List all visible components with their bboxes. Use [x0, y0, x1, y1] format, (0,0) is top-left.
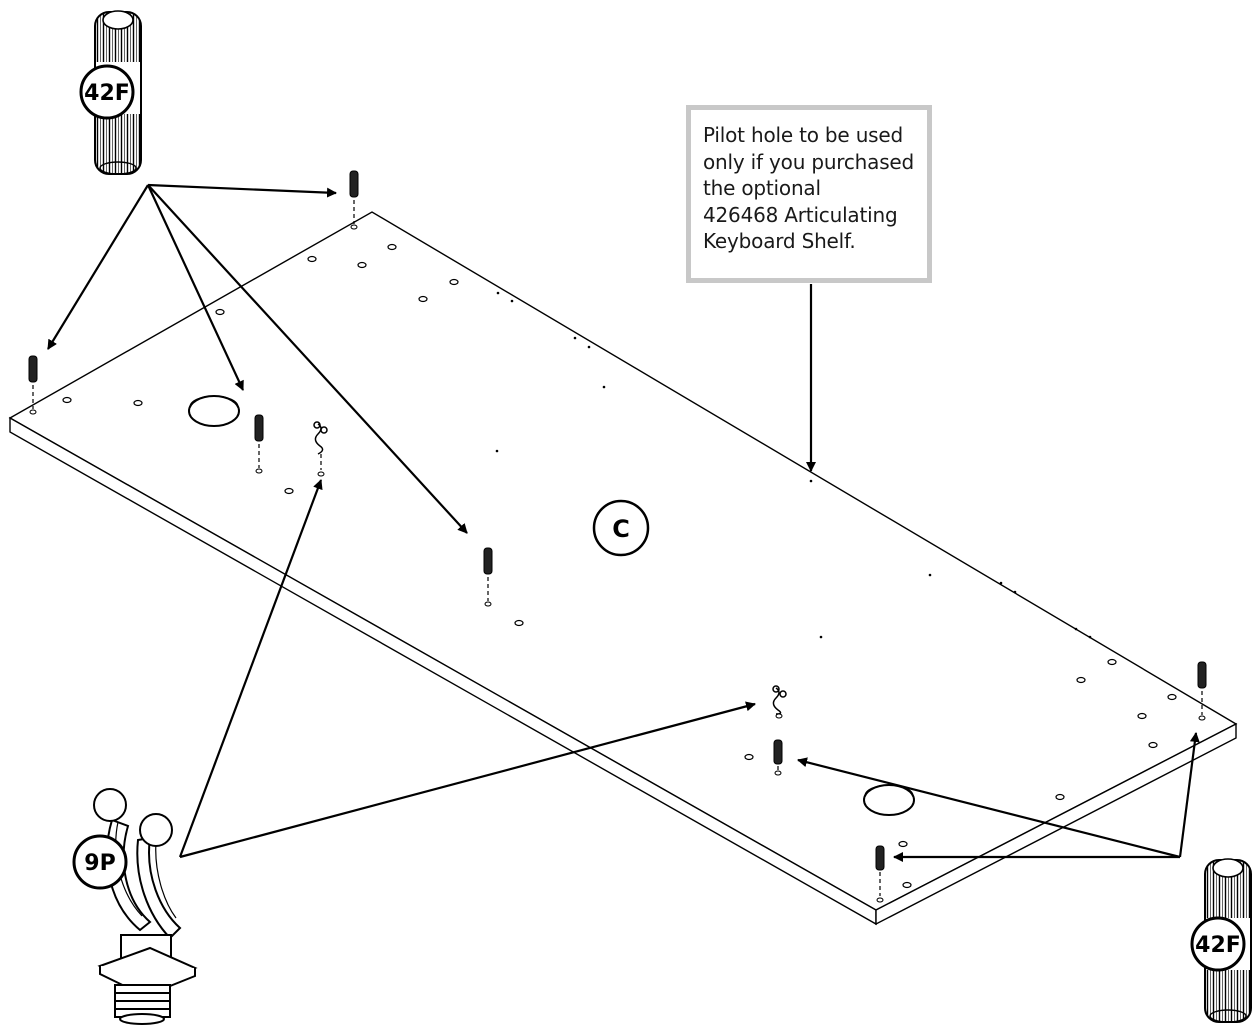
- badge-9p-label: 9P: [84, 851, 115, 876]
- cable-clip-9p-illustration: [93, 788, 198, 1025]
- badge-42f-top: 42F: [79, 64, 135, 120]
- pilot-hole-callout: Pilot hole to be used only if you purcha…: [686, 105, 932, 283]
- badge-42f-bottom-label: 42F: [1195, 933, 1241, 958]
- dowel-pin: [773, 739, 783, 776]
- dowel-pin: [349, 170, 359, 230]
- cable-clip: [313, 421, 328, 477]
- panel-label-c: C: [592, 499, 650, 557]
- pilot-dots: [495, 291, 1092, 639]
- dowel-pin: [875, 845, 885, 903]
- grommet-hole-right: [863, 784, 915, 816]
- callout-text: Pilot hole to be used only if you purcha…: [703, 123, 915, 253]
- arrows: [47, 183, 1200, 862]
- dowel-pin: [483, 547, 493, 607]
- dowel-pins: [28, 170, 1207, 903]
- dowel-pin: [254, 414, 264, 474]
- badge-9p: 9P: [72, 834, 128, 890]
- panel-c: [8, 211, 1238, 926]
- badge-42f-top-label: 42F: [84, 81, 130, 106]
- cable-clip: [772, 685, 787, 719]
- badge-42f-bottom: 42F: [1190, 916, 1246, 972]
- dowel-pin: [1197, 661, 1207, 721]
- panel-holes: [62, 243, 1177, 889]
- cable-clips: [313, 421, 787, 719]
- panel-label-text: C: [612, 515, 630, 543]
- dowel-pin: [28, 355, 38, 415]
- grommet-hole-left: [188, 395, 240, 427]
